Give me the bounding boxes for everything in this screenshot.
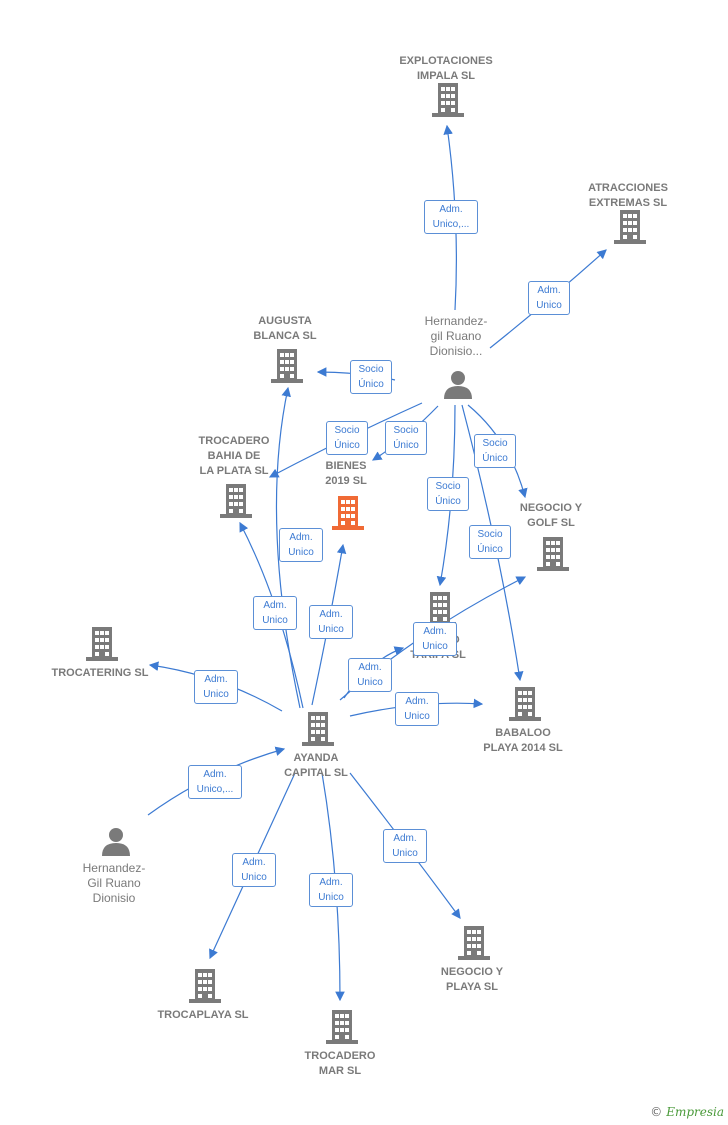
building-icon[interactable]: [614, 210, 646, 244]
node-label-babaloo[interactable]: BABALOO PLAYA 2014 SL: [483, 727, 563, 754]
person-icon[interactable]: [444, 371, 472, 399]
node-label-trocaplaya[interactable]: TROCAPLAYA SL: [157, 1009, 249, 1021]
node-label-negocio-playa[interactable]: NEGOCIO Y PLAYA SL: [440, 966, 504, 993]
edges: [147, 124, 607, 1002]
edge-label: Adm. Unico: [253, 596, 297, 630]
node-label-augusta[interactable]: AUGUSTA BLANCA SL: [253, 315, 317, 342]
building-icon[interactable]: [189, 969, 221, 1003]
copyright-icon: ©: [650, 1105, 663, 1119]
edge-label: Adm. Unico: [395, 692, 439, 726]
edge-label: Adm. Unico,...: [424, 200, 478, 234]
person-icon[interactable]: [102, 828, 130, 856]
node-label-trocatering[interactable]: TROCATERING SL: [51, 667, 149, 679]
building-icon[interactable]: [537, 537, 569, 571]
edge-label: Socio Único: [469, 525, 511, 559]
building-icon[interactable]: [332, 496, 364, 530]
building-icon[interactable]: [326, 1010, 358, 1044]
node-label-hernandez-bottom[interactable]: Hernandez- Gil Ruano Dionisio: [82, 861, 146, 905]
edge-label: Adm. Unico: [232, 853, 276, 887]
edge-label: Socio Único: [326, 421, 368, 455]
node-label-trocadero-mar[interactable]: TROCADERO MAR SL: [304, 1050, 376, 1077]
edge-label: Socio Único: [385, 421, 427, 455]
edge-label: Adm. Unico,...: [188, 765, 242, 799]
edge-label: Adm. Unico: [309, 605, 353, 639]
edge-label: Adm. Unico: [194, 670, 238, 704]
node-icons: [86, 83, 646, 1044]
edge-label: Adm. Unico: [413, 622, 457, 656]
building-icon[interactable]: [220, 484, 252, 518]
node-label-negocio-golf[interactable]: NEGOCIO Y GOLF SL: [519, 502, 583, 529]
building-icon[interactable]: [458, 926, 490, 960]
edge-line: [275, 386, 301, 709]
node-label-trocadero-bahia[interactable]: TROCADERO BAHIA DE LA PLATA SL: [198, 435, 270, 477]
node-label-hernandez-top[interactable]: Hernandez- gil Ruano Dionisio...: [424, 314, 488, 358]
copyright: ©Empresia: [650, 1105, 724, 1119]
building-icon[interactable]: [271, 349, 303, 383]
edge-label: Socio Único: [350, 360, 392, 394]
building-icon[interactable]: [432, 83, 464, 117]
building-icon[interactable]: [86, 627, 118, 661]
node-label-explotaciones[interactable]: EXPLOTACIONES IMPALA SL: [399, 55, 493, 82]
edge-label: Socio Único: [427, 477, 469, 511]
node-label-ayanda[interactable]: AYANDA CAPITAL SL: [284, 752, 348, 779]
edge-label: Adm. Unico: [528, 281, 570, 315]
brand-logo: Empresia: [666, 1105, 724, 1119]
building-icon[interactable]: [424, 592, 456, 626]
edge-label: Socio Único: [474, 434, 516, 468]
edge-label: Adm. Unico: [383, 829, 427, 863]
building-icon[interactable]: [302, 712, 334, 746]
edge-label: Adm. Unico: [309, 873, 353, 907]
edge-label: Adm. Unico: [279, 528, 323, 562]
node-label-atracciones[interactable]: ATRACCIONES EXTREMAS SL: [588, 182, 668, 209]
building-icon[interactable]: [509, 687, 541, 721]
edge-label: Adm. Unico: [348, 658, 392, 692]
